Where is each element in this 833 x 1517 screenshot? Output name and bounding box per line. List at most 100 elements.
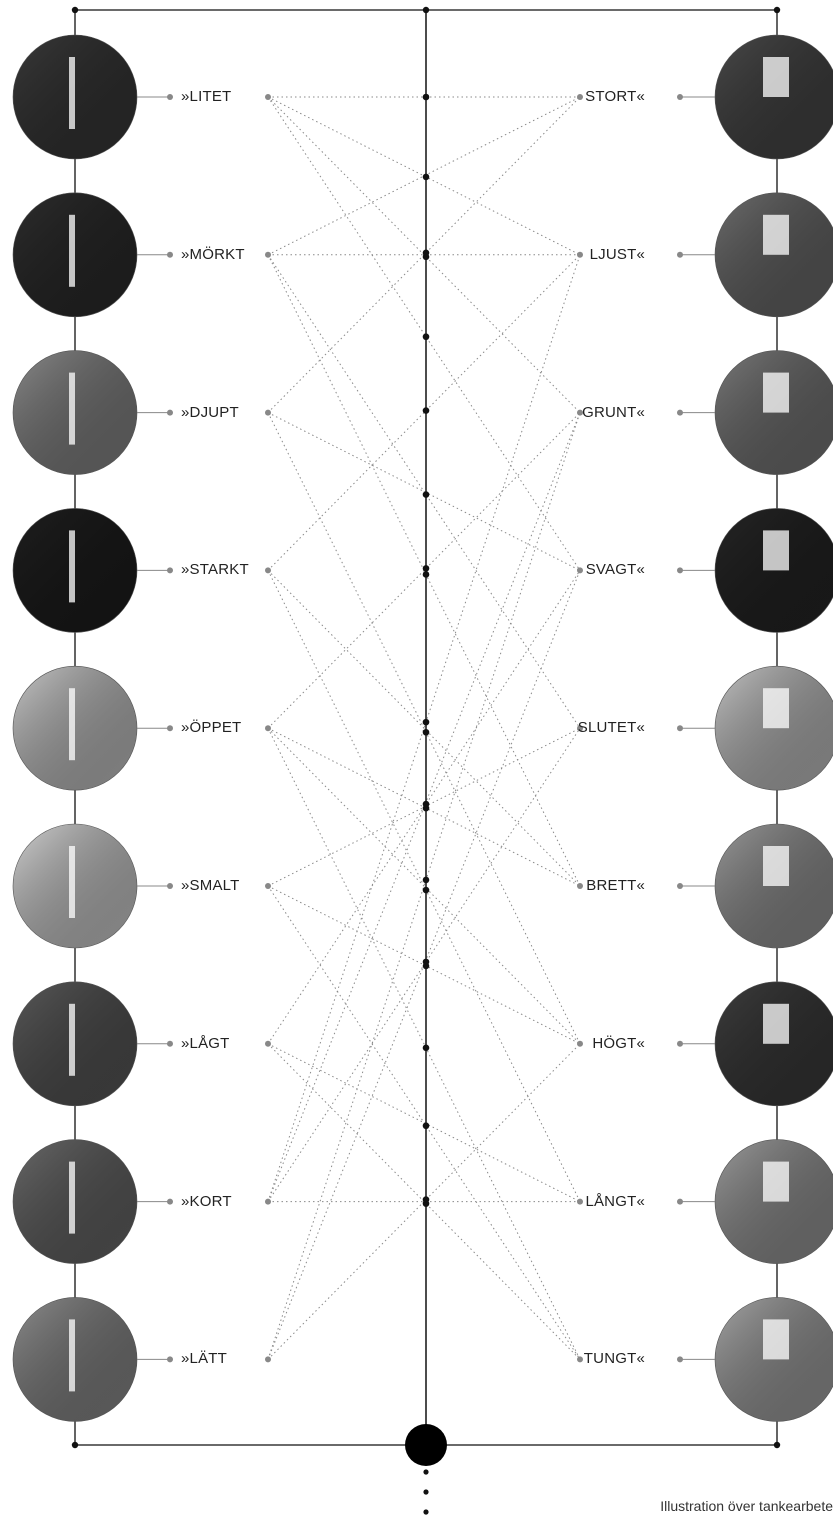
room-thumbnail-right-6 (715, 824, 833, 948)
label-tick-dot (677, 1198, 683, 1205)
room-thumbnail-left-7 (13, 981, 137, 1106)
room-thumbnail-left-3 (13, 350, 137, 475)
left-term-label: »MÖRKT (181, 245, 245, 263)
right-term-dot (577, 883, 583, 889)
light-opening (69, 57, 75, 129)
label-tick-dot (677, 883, 683, 889)
right-term-label: LÅNGT« (585, 1192, 645, 1210)
left-term-dot (265, 1040, 271, 1047)
left-term-label: »SMALT (181, 877, 240, 894)
axis-intersection-dot (422, 1122, 430, 1130)
axis-intersection-dot (422, 718, 430, 726)
right-term-label: TUNGT« (583, 1350, 645, 1368)
label-tick-dot (167, 1198, 173, 1205)
connector-line (267, 412, 581, 1360)
axis-intersection-dot (422, 876, 430, 884)
label-tick-dot (167, 883, 173, 889)
axis-intersection-dot (422, 886, 430, 894)
connector-line (267, 727, 581, 1360)
left-term-dot (265, 251, 271, 258)
left-term-dot (265, 1198, 271, 1205)
light-opening (763, 1319, 789, 1360)
left-term-label: »DJUPT (181, 403, 239, 421)
label-tick-dot (677, 1356, 683, 1363)
room-thumbnail-left-9 (13, 1297, 137, 1422)
light-opening (69, 846, 75, 918)
label-tick-dot (167, 567, 173, 574)
label-tick-dot (167, 251, 173, 258)
connector-line (267, 727, 581, 1045)
right-term-dot (577, 409, 583, 416)
room-thumbnail-right-4 (715, 508, 833, 633)
label-tick-dot (167, 1040, 173, 1047)
light-opening (69, 688, 75, 761)
right-term-label: SLUTET« (577, 719, 645, 737)
left-term-label: »LÅGT (181, 1034, 230, 1052)
axis-intersection-dot (422, 800, 430, 808)
light-opening (69, 1003, 75, 1076)
axis-end-node (405, 1424, 447, 1466)
room-thumbnail-left-6 (13, 824, 137, 948)
axis-intersection-dot (422, 491, 430, 498)
axis-intersection-dot (422, 173, 430, 181)
right-term-label: STORT« (585, 88, 645, 105)
axis-intersection-dot (422, 407, 430, 414)
axis-intersection-dot (422, 333, 430, 341)
left-term-label: »ÖPPET (181, 719, 242, 737)
right-term-label: BRETT« (586, 877, 645, 894)
light-opening (763, 214, 789, 255)
room-thumbnail-right-8 (715, 1139, 833, 1264)
connector-line (267, 570, 581, 887)
light-opening (763, 688, 789, 729)
light-opening (763, 372, 789, 413)
room-thumbnail-right-9 (715, 1297, 833, 1422)
label-tick-dot (167, 409, 173, 416)
frame-corner-dot (71, 6, 79, 14)
connector-line (267, 96, 581, 571)
left-term-dot (265, 1356, 271, 1363)
axis-intersection-dot (422, 1044, 430, 1052)
light-opening (763, 57, 789, 97)
label-tick-dot (677, 1040, 683, 1047)
axis-intersection-dot (422, 571, 430, 578)
continuation-dot (423, 1509, 429, 1515)
central-axis (405, 10, 447, 1515)
room-thumbnail-right-5 (715, 666, 833, 791)
right-term-label: LJUST« (589, 245, 645, 263)
room-thumbnail-left-4 (13, 508, 137, 633)
right-term-dot (577, 1040, 583, 1047)
light-opening (69, 1161, 75, 1234)
connector-line (267, 885, 581, 1360)
frame-corner-dot (773, 1441, 781, 1449)
caption: Illustration över tankearbete (660, 1498, 833, 1514)
right-term-label: HÖGT« (592, 1034, 645, 1052)
left-term-dot (265, 94, 271, 100)
room-thumbnail-right-1 (715, 35, 833, 159)
left-term-label: »LÄTT (181, 1350, 228, 1368)
room-thumbnail-left-2 (13, 192, 137, 317)
axis-intersection-dot (422, 728, 430, 736)
left-term-dot (265, 409, 271, 416)
left-term-label: »KORT (181, 1192, 232, 1210)
room-thumbnail-right-2 (715, 192, 833, 317)
light-opening (763, 530, 789, 571)
label-tick-dot (677, 94, 683, 100)
room-thumbnail-left-8 (13, 1139, 137, 1264)
label-tick-dot (677, 725, 683, 732)
label-dots (137, 94, 715, 1363)
continuation-dot (423, 1469, 429, 1475)
label-tick-dot (167, 725, 173, 732)
left-term-dot (265, 725, 271, 732)
room-thumbnail-right-3 (715, 350, 833, 475)
right-term-label: GRUNT« (582, 403, 645, 421)
right-term-dot (577, 1356, 583, 1363)
label-tick-dot (677, 251, 683, 258)
label-tick-dot (167, 1356, 173, 1363)
frame-corner-dot (71, 1441, 79, 1449)
light-opening (763, 1003, 789, 1044)
frame-corner-dot (773, 6, 781, 14)
axis-intersection-dot (422, 249, 430, 257)
continuation-dot (423, 1489, 429, 1495)
left-term-dot (265, 883, 271, 889)
